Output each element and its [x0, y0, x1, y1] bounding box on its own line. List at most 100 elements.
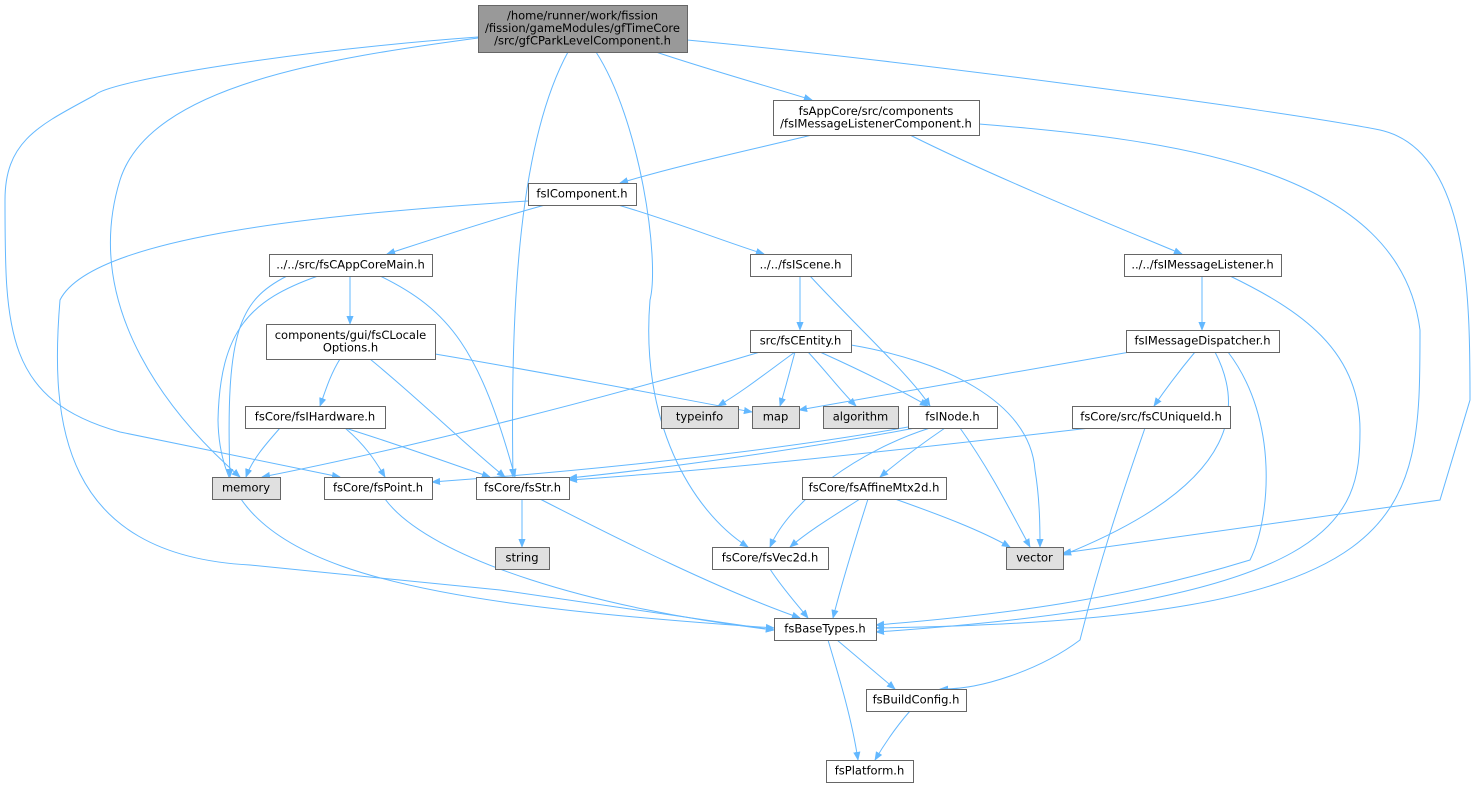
edge-icomponent-to-basetypes — [56, 200, 775, 633]
node-box-algorithm — [823, 406, 899, 429]
node-box-string — [495, 547, 550, 570]
edge-centity-to-map — [778, 351, 796, 407]
edge-centity-to-typeinfo — [717, 351, 796, 407]
node-imessagedispatcher[interactable]: fsIMessageDispatcher.h — [1126, 330, 1280, 353]
edge-affinemtx-to-vector — [894, 498, 1011, 548]
node-label-imessagedispatcher: fsIMessageDispatcher.h — [1134, 334, 1270, 348]
edge-affinemtx-to-basetypes — [831, 498, 869, 619]
node-str[interactable]: fsCore/fsStr.h — [476, 477, 570, 500]
node-box-inode — [908, 406, 998, 429]
edge-imessagedispatcher-to-basetypes — [875, 351, 1267, 628]
edge-imessagedispatcher-to-map — [798, 351, 1131, 413]
node-label-imessagelistener: ../../fsIMessageListener.h — [1131, 258, 1273, 272]
edge-inode-to-str — [568, 427, 916, 481]
node-cuniqueid[interactable]: fsCore/src/fsCUniqueId.h — [1072, 406, 1231, 429]
edge-ihardware-to-point — [344, 427, 386, 478]
node-label-string: string — [505, 551, 538, 565]
edge-buildconfig-to-platform — [874, 710, 911, 761]
node-memory: memory — [212, 477, 281, 500]
node-box-localeoptions — [266, 324, 436, 360]
node-label-inode: fsINode.h — [925, 410, 979, 424]
node-inode[interactable]: fsINode.h — [908, 406, 998, 429]
node-point[interactable]: fsCore/fsPoint.h — [324, 477, 433, 500]
node-box-basetypes — [774, 618, 877, 641]
edge-ihardware-to-str — [344, 427, 491, 478]
edge-localeoptions-to-ihardware — [319, 358, 341, 407]
edge-centity-to-algorithm — [807, 351, 857, 407]
node-box-vec2d — [712, 547, 829, 570]
edge-root-to-str — [509, 51, 569, 478]
edge-affinemtx-to-vec2d — [789, 498, 861, 548]
node-icomponent[interactable]: fsIComponent.h — [528, 183, 637, 206]
node-label-algorithm: algorithm — [833, 410, 889, 424]
edge-vec2d-to-basetypes — [769, 568, 809, 619]
node-map: map — [752, 406, 800, 429]
edge-ihardware-to-memory — [245, 427, 281, 478]
node-vector: vector — [1006, 547, 1064, 570]
node-vec2d[interactable]: fsCore/fsVec2d.h — [712, 547, 829, 570]
node-label-str: fsCore/fsStr.h — [484, 481, 561, 495]
edge-root-to-point — [4, 36, 479, 479]
edge-inode-to-vector — [959, 427, 1031, 548]
node-centity[interactable]: src/fsCEntity.h — [750, 330, 852, 353]
node-box-imessagelistener — [1124, 254, 1282, 277]
edge-inode-to-affinemtx — [879, 427, 946, 478]
node-buildconfig[interactable]: fsBuildConfig.h — [866, 689, 967, 712]
node-label-basetypes: fsBaseTypes.h — [784, 622, 865, 636]
edge-localeoptions-to-map — [434, 353, 753, 415]
node-label-icomponent: fsIComponent.h — [536, 187, 627, 201]
node-label-ihardware: fsCore/fsIHardware.h — [255, 410, 375, 424]
node-root[interactable]: /home/runner/work/fission/fission/gameMo… — [478, 5, 688, 53]
node-label-point: fsCore/fsPoint.h — [333, 481, 423, 495]
node-label-listenercomp: /fsIMessageListenerComponent.h — [780, 116, 972, 130]
node-basetypes[interactable]: fsBaseTypes.h — [774, 618, 877, 641]
node-imessagelistener[interactable]: ../../fsIMessageListener.h — [1124, 254, 1282, 277]
node-box-iscene — [750, 254, 852, 277]
edge-centity-to-vector — [850, 344, 1044, 548]
node-label-localeoptions: Options.h — [323, 340, 378, 354]
node-label-platform: fsPlatform.h — [835, 764, 904, 778]
node-label-root: /home/runner/work/fission — [507, 9, 658, 23]
node-affinemtx[interactable]: fsCore/fsAffineMtx2d.h — [802, 477, 947, 500]
edge-icomponent-to-iscene — [617, 204, 765, 255]
edge-root-to-vector — [686, 39, 1471, 556]
node-ihardware[interactable]: fsCore/fsIHardware.h — [245, 406, 386, 429]
edge-root-to-listenercomp — [655, 51, 813, 102]
node-box-str — [476, 477, 570, 500]
edge-centity-to-memory — [261, 351, 761, 479]
node-label-iscene: ../../fsIScene.h — [760, 258, 842, 272]
node-label-centity: src/fsCEntity.h — [760, 334, 842, 348]
node-label-appcoremain: ../../src/fsCAppCoreMain.h — [276, 258, 425, 272]
node-box-point — [324, 477, 433, 500]
node-label-root: /src/gfCParkLevelComponent.h — [494, 34, 671, 48]
node-label-typeinfo: typeinfo — [676, 410, 723, 424]
node-appcoremain[interactable]: ../../src/fsCAppCoreMain.h — [269, 254, 433, 277]
edge-listenercomp-to-icomponent — [619, 134, 813, 185]
edge-inode-to-point — [431, 426, 909, 486]
node-box-vector — [1006, 547, 1064, 570]
edge-listenercomp-to-basetypes — [875, 123, 1421, 632]
edge-basetypes-to-buildconfig — [836, 639, 896, 690]
edge-imessagedispatcher-to-vector — [1062, 351, 1229, 556]
node-listenercomp[interactable]: fsAppCore/src/components/fsIMessageListe… — [773, 100, 980, 136]
node-box-centity — [750, 330, 852, 353]
node-label-root: /fission/gameModules/gfTimeCore — [485, 21, 680, 35]
node-typeinfo: typeinfo — [661, 406, 739, 429]
edge-cuniqueid-to-str — [568, 427, 1091, 484]
node-box-affinemtx — [802, 477, 947, 500]
edge-appcoremain-to-str — [379, 275, 517, 478]
node-algorithm: algorithm — [823, 406, 899, 429]
node-box-typeinfo — [661, 406, 739, 429]
node-platform[interactable]: fsPlatform.h — [826, 760, 914, 783]
node-box-buildconfig — [866, 689, 967, 712]
edge-appcoremain-to-memory — [226, 275, 288, 478]
node-label-buildconfig: fsBuildConfig.h — [873, 693, 960, 707]
node-layer: /home/runner/work/fission/fission/gameMo… — [212, 5, 1282, 783]
node-label-cuniqueid: fsCore/src/fsCUniqueId.h — [1080, 410, 1221, 424]
node-box-memory — [212, 477, 281, 500]
edge-iscene-to-inode — [809, 275, 931, 407]
edge-root-to-memory — [110, 37, 479, 478]
node-iscene[interactable]: ../../fsIScene.h — [750, 254, 852, 277]
